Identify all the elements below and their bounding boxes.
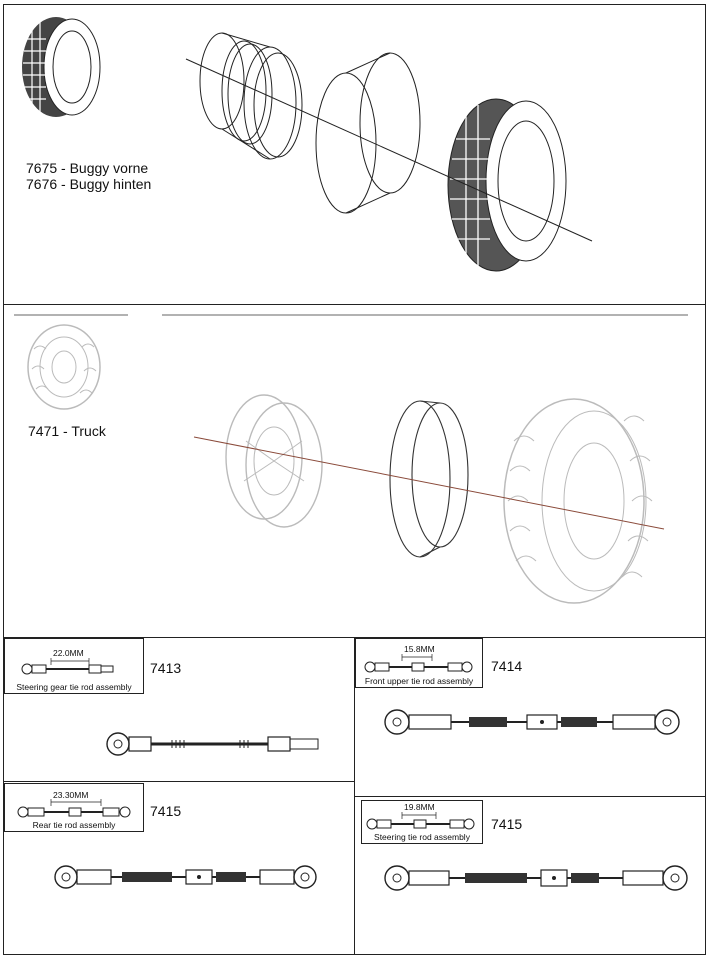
part-7415-rear-cell: 23.30MM Rear tie rod assembly 7415	[4, 783, 354, 955]
part-7415-steering-number: 7415	[491, 816, 523, 832]
divider-lines	[14, 314, 688, 316]
buggy-wheel-exploded-diagram	[185, 32, 593, 272]
truck-label: 7471 - Truck	[28, 423, 106, 439]
part-7415-rear-dimension: 23.30MM	[53, 790, 89, 800]
part-7415-rear-rod-diagram	[54, 865, 317, 889]
part-7415-steering-cell: 19.8MM Steering tie rod assembly 7415	[355, 798, 705, 955]
buggy-tire-icon	[22, 17, 101, 117]
part-7415-rear-number: 7415	[150, 803, 182, 819]
part-7413-spec-box: 22.0MM Steering gear tie rod assembly	[4, 638, 144, 694]
part-7415-steering-rod-diagram	[384, 865, 688, 891]
part-7414-number: 7414	[491, 658, 523, 674]
part-7413-rod-diagram	[106, 732, 319, 756]
buggy-front-label: 7675 - Buggy vorne	[26, 160, 149, 176]
grid-right-horizontal-divider	[354, 796, 705, 798]
part-7413-dimension: 22.0MM	[53, 648, 84, 658]
part-7414-cell: 15.8MM Front upper tie rod assembly 7414	[355, 638, 705, 796]
parts-sheet: 7675 - Buggy vorne 7676 - Buggy hinten	[3, 4, 706, 955]
part-7413-small-rod	[21, 658, 114, 675]
part-7414-caption: Front upper tie rod assembly	[364, 676, 474, 686]
part-7413-number: 7413	[150, 660, 182, 676]
part-7414-small-rod	[364, 654, 473, 673]
part-7415-steering-dimension: 19.8MM	[404, 802, 435, 812]
part-7413-cell: 22.0MM Steering gear tie rod assembly 74…	[4, 638, 354, 781]
truck-foam-insert	[389, 400, 469, 558]
truck-wheel-exploded-diagram	[193, 394, 665, 604]
truck-tire-icon	[27, 324, 101, 410]
part-7415-steering-small-rod	[366, 812, 475, 830]
buggy-rim	[199, 32, 303, 160]
part-7414-dimension: 15.8MM	[404, 644, 435, 654]
part-7414-spec-box: 15.8MM Front upper tie rod assembly	[355, 638, 483, 688]
part-7415-steering-spec-box: 19.8MM Steering tie rod assembly	[361, 800, 483, 844]
buggy-wheel-section: 7675 - Buggy vorne 7676 - Buggy hinten	[4, 5, 705, 305]
truck-wheel-section: 7471 - Truck	[4, 305, 705, 638]
buggy-rear-label: 7676 - Buggy hinten	[26, 176, 152, 192]
part-7415-rear-spec-box: 23.30MM Rear tie rod assembly	[4, 783, 144, 832]
tie-rod-grid: 22.0MM Steering gear tie rod assembly 74…	[4, 638, 705, 956]
grid-left-horizontal-divider	[4, 781, 355, 783]
part-7413-caption: Steering gear tie rod assembly	[16, 682, 132, 692]
buggy-foam-insert	[315, 52, 421, 214]
part-7415-rear-caption: Rear tie rod assembly	[32, 820, 116, 830]
truck-axis-line	[193, 436, 665, 530]
part-7415-rear-small-rod	[17, 799, 131, 818]
part-7415-steering-caption: Steering tie rod assembly	[374, 832, 470, 842]
buggy-tire	[447, 98, 567, 272]
truck-rim	[225, 394, 323, 528]
truck-tire	[503, 398, 653, 604]
part-7414-rod-diagram	[384, 709, 680, 735]
buggy-axis-line	[185, 58, 593, 242]
